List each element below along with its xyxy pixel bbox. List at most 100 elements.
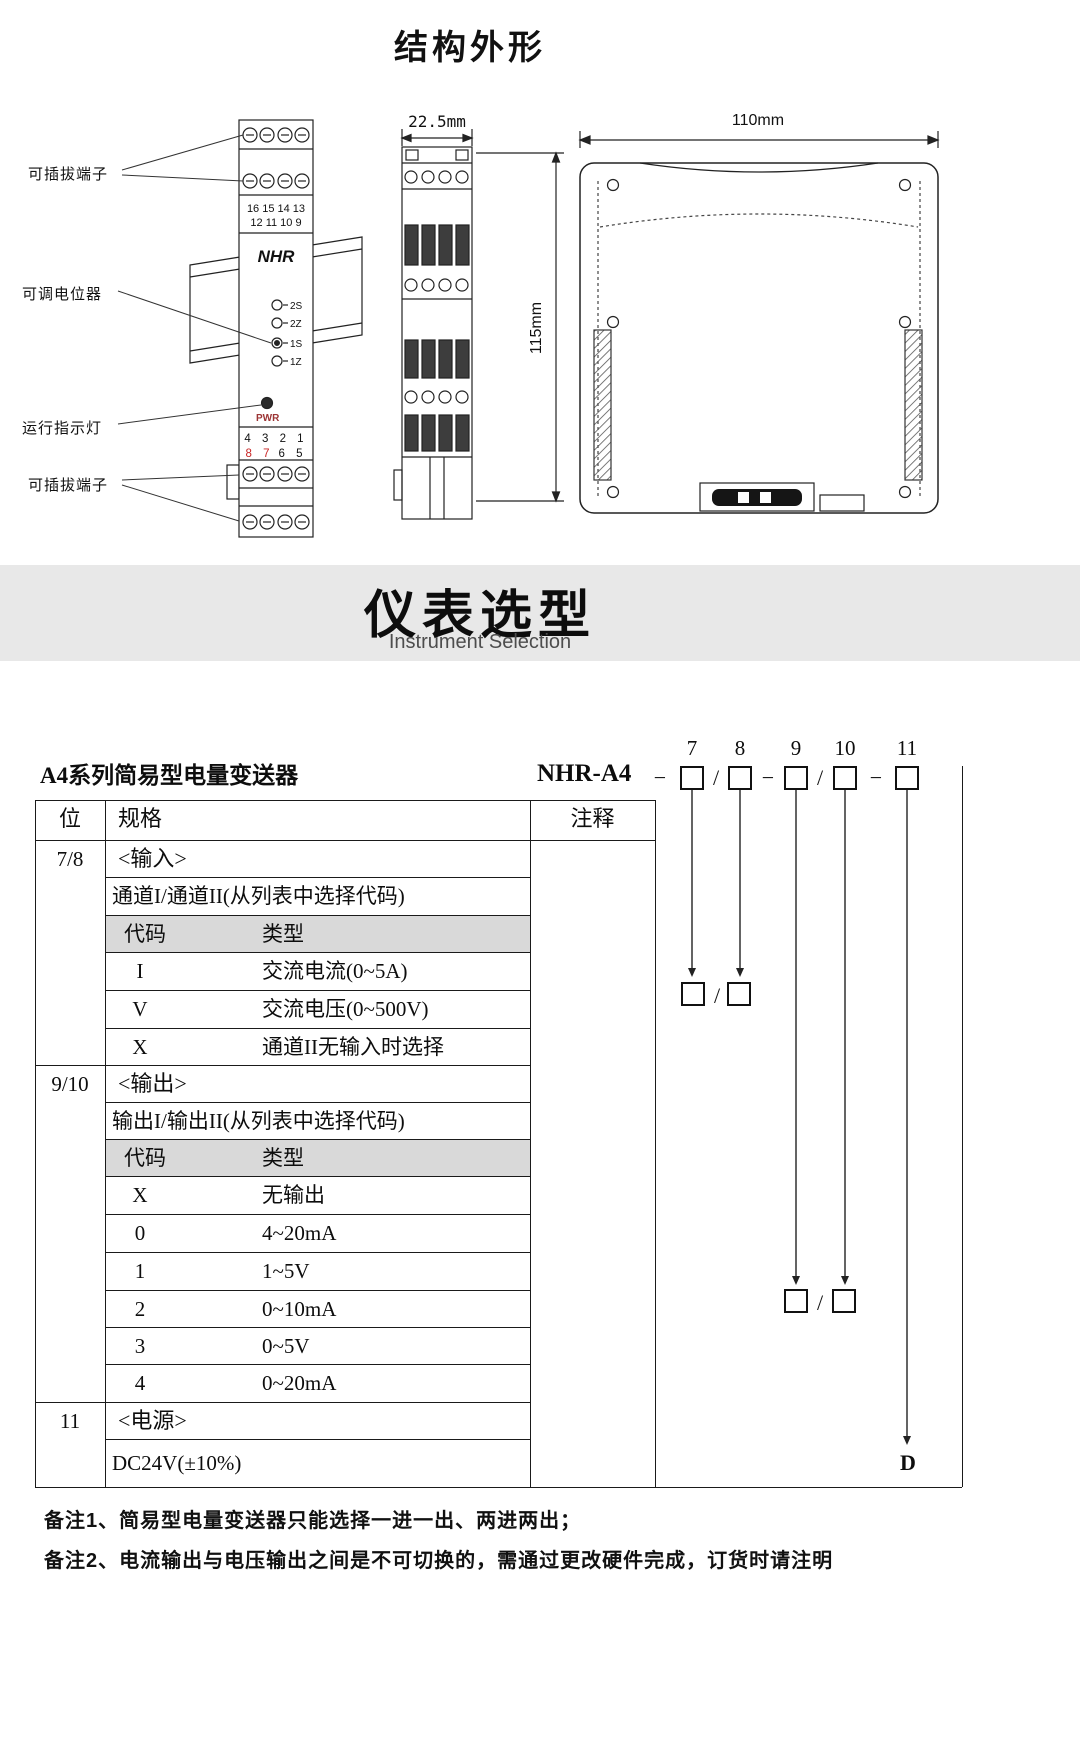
position-number-8: 8 <box>734 736 746 760</box>
power-group-value: DC24V(±10%) <box>112 1451 242 1475</box>
product-name: A4系列简易型电量变送器 <box>40 763 299 788</box>
din-rail-drawing <box>189 236 363 364</box>
line <box>105 1252 530 1253</box>
model-code-box-7 <box>680 766 704 790</box>
note-1: 备注1、简易型电量变送器只能选择一进一出、两进两出； <box>44 1510 582 1532</box>
led-label-2s: 2S <box>290 301 303 312</box>
position-number-7: 7 <box>686 736 698 760</box>
profile-view-drawing <box>578 131 940 514</box>
output-row-type: 1~5V <box>262 1259 310 1283</box>
label-adjustable-potentiometer: 可调电位器 <box>22 286 103 303</box>
leader-lines <box>117 134 272 522</box>
header-pos: 位 <box>58 806 81 831</box>
line <box>105 1364 530 1365</box>
input-row-code: I <box>136 959 144 983</box>
model-code-box-10 <box>833 766 857 790</box>
line <box>35 1487 962 1488</box>
position-number-9: 9 <box>790 736 802 760</box>
output-type-header: 类型 <box>262 1146 304 1170</box>
input-row-type: 交流电压(0~500V) <box>262 997 429 1021</box>
output-row-code: X <box>132 1183 148 1207</box>
model-code-box-8 <box>728 766 752 790</box>
line <box>105 1102 530 1103</box>
line <box>105 952 530 953</box>
terminal-numbers-top-2: 12 11 10 9 <box>250 217 301 229</box>
separator-dash: − <box>761 765 775 790</box>
code-header-band-input <box>105 915 530 952</box>
line <box>105 1139 530 1140</box>
line <box>105 990 530 991</box>
output-row-type: 4~20mA <box>262 1221 337 1245</box>
header-spec: 规格 <box>118 806 163 831</box>
line <box>105 1028 530 1029</box>
input-code-box-7 <box>681 982 705 1006</box>
power-group-pos: 11 <box>59 1409 81 1433</box>
separator-dash: − <box>653 765 667 790</box>
input-group-desc: 通道I/通道II(从列表中选择代码) <box>112 884 405 908</box>
led-label-1z: 1Z <box>290 357 302 368</box>
output-row-code: 3 <box>134 1334 146 1358</box>
output-row-type: 无输出 <box>262 1183 325 1207</box>
note-2: 备注2、电流输出与电压输出之间是不可切换的，需通过更改硬件完成，订货时请注明 <box>44 1550 834 1572</box>
line <box>105 915 530 916</box>
output-row-code: 1 <box>134 1259 146 1283</box>
output-group-title: <输出> <box>118 1071 187 1096</box>
front-view-drawing <box>226 119 314 538</box>
line <box>655 800 656 1487</box>
separator-slash: / <box>712 765 720 790</box>
output-group-pos: 9/10 <box>51 1072 89 1096</box>
power-group-title: <电源> <box>118 1408 187 1433</box>
output-row-code: 0 <box>134 1221 146 1245</box>
led-indicators <box>260 299 288 410</box>
line <box>35 1402 530 1403</box>
input-group-title: <输入> <box>118 846 187 871</box>
input-type-header: 类型 <box>262 922 304 946</box>
dim-depth: 110mm <box>732 112 784 129</box>
input-row-type: 通道II无输入时选择 <box>262 1035 444 1059</box>
input-code-box-8 <box>727 982 751 1006</box>
output-code-box-9 <box>784 1289 808 1313</box>
code-header-band-output <box>105 1139 530 1176</box>
dim-height: 115mm <box>528 302 545 354</box>
selection-title: 仪表选型 <box>363 587 596 645</box>
output-code-header: 代码 <box>124 1146 166 1170</box>
label-pluggable-terminal-top: 可插拔端子 <box>28 166 109 183</box>
line <box>105 1327 530 1328</box>
input-group-pos: 7/8 <box>56 847 84 871</box>
header-note: 注释 <box>570 806 615 831</box>
input-row-type: 交流电流(0~5A) <box>262 959 408 983</box>
side-view-drawing <box>393 129 564 520</box>
model-code-box-9 <box>784 766 808 790</box>
model-prefix: NHR-A4 <box>537 760 632 787</box>
selection-banner: 仪表选型 Instrument Selection <box>0 565 1080 661</box>
model-code-box-11 <box>895 766 919 790</box>
line <box>105 800 106 1487</box>
line <box>105 1290 530 1291</box>
led-label-1s: 1S <box>290 339 303 350</box>
brand-logo: NHR <box>258 247 296 266</box>
position-number-10: 10 <box>834 736 856 760</box>
output-row-code: 4 <box>134 1371 146 1395</box>
line <box>105 1176 530 1177</box>
output-code-box-10 <box>832 1289 856 1313</box>
structure-drawings: 16 15 14 13 12 11 10 9 NHR 2S 2Z 1S 1Z P… <box>117 112 940 538</box>
separator-slash: / <box>713 983 721 1008</box>
line <box>35 1065 530 1066</box>
led-label-2z: 2Z <box>290 319 302 330</box>
terminal-numbers-bottom-1: 4 3 2 1 <box>244 433 307 445</box>
line <box>35 800 36 1487</box>
line <box>35 800 655 801</box>
power-code-value: D <box>900 1450 916 1475</box>
label-run-indicator: 运行指示灯 <box>22 420 103 437</box>
line <box>35 840 655 841</box>
position-number-11: 11 <box>896 736 918 760</box>
selection-subtitle: Instrument Selection <box>388 631 572 653</box>
input-row-code: X <box>132 1035 148 1059</box>
output-row-type: 0~5V <box>262 1334 310 1358</box>
label-pluggable-terminal-bottom: 可插拔端子 <box>28 477 109 494</box>
line <box>105 877 530 878</box>
terminal-numbers-top-1: 16 15 14 13 <box>247 203 305 215</box>
output-row-code: 2 <box>134 1297 146 1321</box>
separator-dash: − <box>869 765 883 790</box>
